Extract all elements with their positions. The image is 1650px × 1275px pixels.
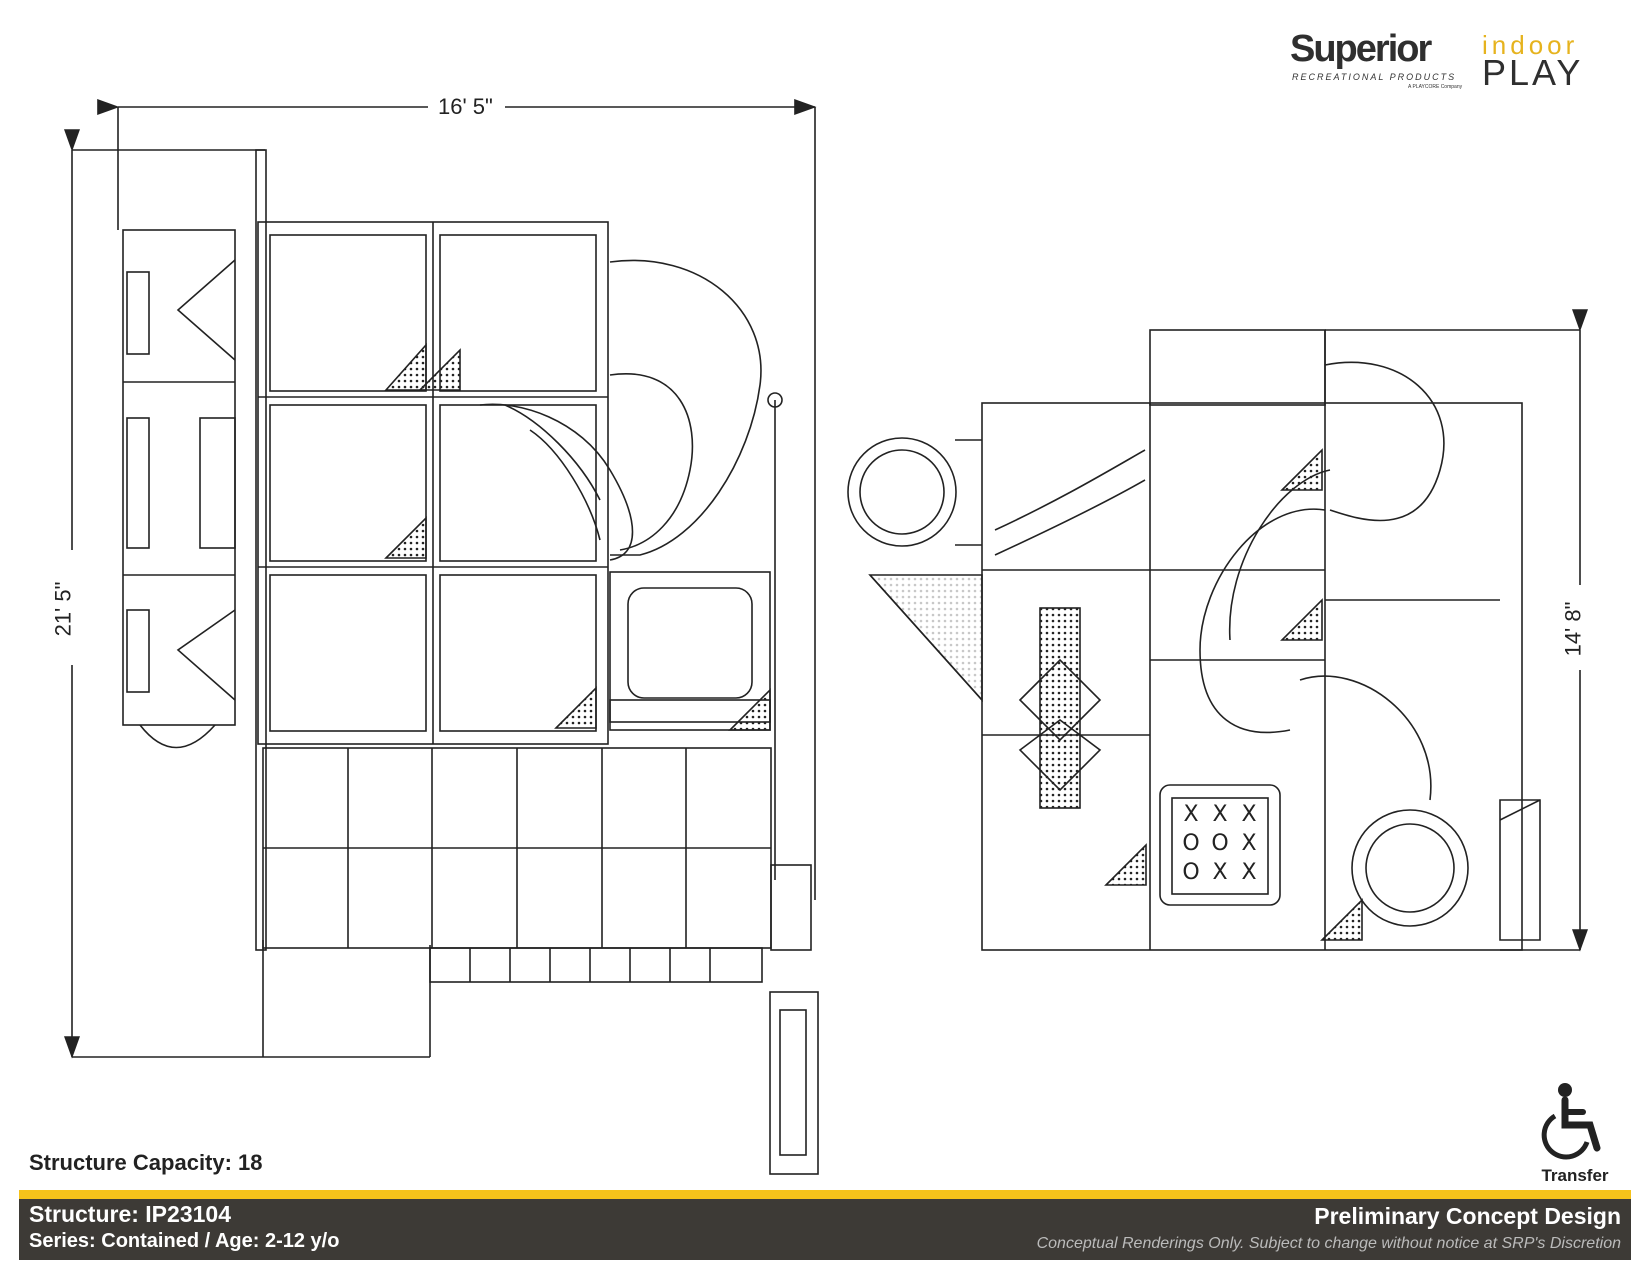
plan-width-dimension: 16' 5" (432, 94, 499, 120)
svg-text:X: X (1241, 860, 1256, 885)
svg-text:X: X (1212, 860, 1227, 885)
brand-logo: Superior RECREATIONAL PRODUCTS A PLAYCOR… (1290, 24, 1630, 94)
structure-capacity: Structure Capacity: 18 (29, 1150, 263, 1175)
brand-name: Superior (1290, 28, 1432, 70)
svg-text:X: X (1183, 802, 1198, 827)
accessibility-label: Transfer (1541, 1166, 1609, 1185)
product-line-bottom: PLAY (1482, 52, 1584, 93)
svg-text:O: O (1182, 831, 1199, 856)
title-block: Structure: IP23104 Series: Contained / A… (19, 1190, 1631, 1260)
wheelchair-icon (1541, 1083, 1601, 1160)
disclaimer: Conceptual Renderings Only. Subject to c… (1036, 1235, 1621, 1252)
plan-depth-dimension: 21' 5" (50, 575, 77, 643)
svg-text:O: O (1182, 860, 1199, 885)
accessibility-badge: Transfer (1535, 1080, 1615, 1185)
svg-text:X: X (1212, 802, 1227, 827)
brand-company: A PLAYCORE Company (1408, 84, 1463, 90)
svg-text:O: O (1211, 831, 1228, 856)
product-line-top: indoor (1482, 30, 1579, 60)
design-status: Preliminary Concept Design (1314, 1203, 1621, 1229)
plan-view (64, 99, 819, 1175)
svg-text:X: X (1241, 802, 1256, 827)
brand-subtitle: RECREATIONAL PRODUCTS (1292, 72, 1457, 82)
structure-id: Structure: IP23104 (29, 1201, 231, 1227)
svg-text:X: X (1241, 831, 1256, 856)
elevation-height-dimension: 14' 8" (1560, 595, 1587, 663)
series-age: Series: Contained / Age: 2-12 y/o (29, 1230, 340, 1252)
